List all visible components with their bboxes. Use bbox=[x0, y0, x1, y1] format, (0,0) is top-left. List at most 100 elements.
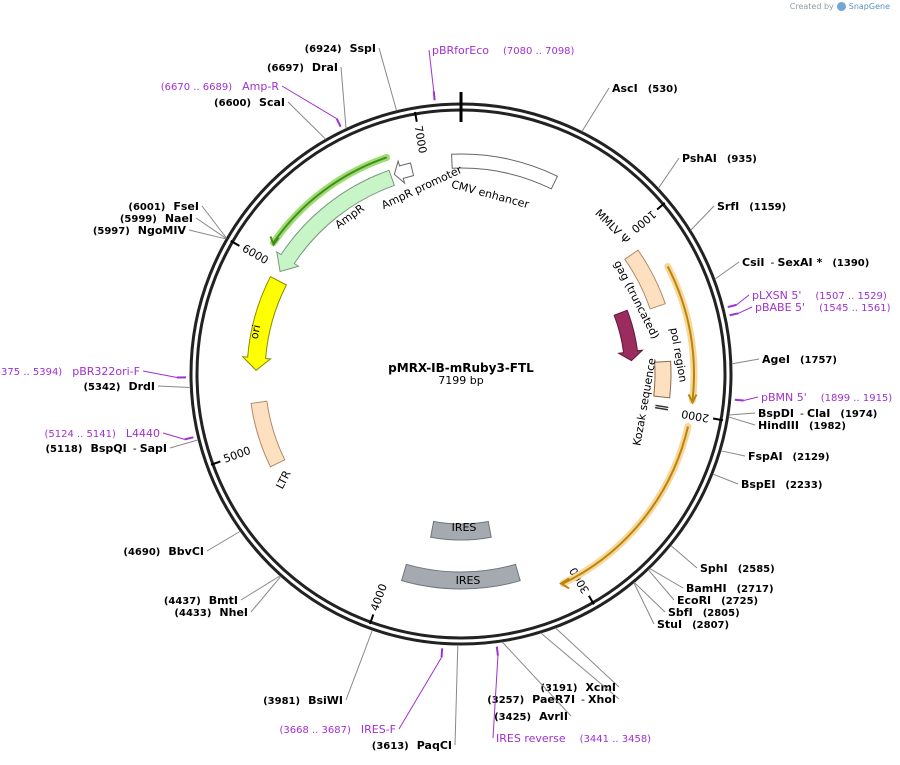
site-position: (6001) bbox=[128, 202, 165, 213]
site-name: PaqCI bbox=[417, 739, 452, 752]
restriction-site[interactable]: (3191)XcmI bbox=[540, 681, 616, 694]
site-name: FseI bbox=[173, 200, 199, 213]
primer-label[interactable]: (5375 .. 5394)pBR322ori-F bbox=[0, 365, 140, 378]
site-position: (3425) bbox=[494, 712, 531, 723]
primer-label[interactable]: (3668 .. 3687)IRES-F bbox=[279, 723, 396, 736]
primer-label[interactable]: IRES reverse(3441 .. 3458) bbox=[496, 732, 651, 745]
site-name: SrfI bbox=[717, 200, 739, 213]
size-tick-label: 7000 bbox=[412, 125, 430, 155]
primer-name: pBRforEco bbox=[432, 44, 489, 57]
plasmid-size: 7199 bp bbox=[438, 374, 483, 387]
restriction-site[interactable]: (5342)DrdI bbox=[83, 380, 155, 393]
restriction-site[interactable]: (6001) FseI bbox=[128, 200, 199, 213]
site-position: (3613) bbox=[372, 741, 409, 752]
primer-name: IRES-F bbox=[361, 723, 396, 736]
site-position: (5342) bbox=[83, 382, 120, 393]
site-name: FspAI bbox=[748, 450, 783, 463]
ires-feature-2 bbox=[401, 563, 521, 590]
size-tick-label: 6000 bbox=[240, 242, 271, 267]
primer-label[interactable]: pBRforEco(7080 .. 7098) bbox=[432, 44, 575, 57]
site-leader-line bbox=[206, 530, 241, 552]
ampr-orf-line bbox=[272, 156, 387, 244]
restriction-site[interactable]: EcoRI(2725) bbox=[677, 594, 758, 607]
site-leader-line bbox=[287, 101, 327, 140]
size-tick bbox=[414, 111, 418, 123]
watermark-prefix: Created by bbox=[789, 2, 834, 11]
site-position: (530) bbox=[648, 84, 678, 95]
ires-label-1: IRES bbox=[452, 521, 477, 534]
size-tick bbox=[210, 460, 221, 466]
restriction-site[interactable]: (6600)ScaI bbox=[214, 96, 285, 109]
site-leader-line bbox=[657, 157, 680, 189]
restriction-site[interactable]: AscI(530) bbox=[612, 82, 678, 95]
restriction-site[interactable]: FspAI(2129) bbox=[748, 450, 830, 463]
site-name: EcoRI bbox=[677, 594, 711, 607]
primer-label[interactable]: pBMN 5' (1899 .. 1915) bbox=[761, 391, 892, 404]
watermark-brand: SnapGene bbox=[848, 2, 890, 11]
primer-binding-mark bbox=[734, 398, 744, 402]
restriction-site[interactable]: (4437)BmtI bbox=[164, 594, 238, 607]
restriction-site[interactable]: StuI(2807) bbox=[657, 618, 729, 631]
restriction-site[interactable]: (6924)SspI bbox=[305, 42, 376, 55]
site-position: (935) bbox=[727, 154, 757, 165]
restriction-site[interactable]: (3257)PaeR7I-XhoI bbox=[487, 693, 616, 706]
site-name: NheI bbox=[219, 606, 248, 619]
primer-binding-mark bbox=[432, 91, 436, 101]
restriction-site[interactable]: SbfI(2805) bbox=[668, 606, 740, 619]
primer-name: pBMN 5' bbox=[761, 391, 807, 404]
restriction-site[interactable]: (4690)BbvCI bbox=[123, 545, 204, 558]
primer-range: (1507 .. 1529) bbox=[815, 291, 887, 302]
site-position: (1982) bbox=[809, 421, 846, 432]
primer-binding-mark bbox=[335, 118, 342, 128]
restriction-site[interactable]: SphI(2585) bbox=[700, 562, 775, 575]
gag-truncated-feature bbox=[613, 309, 644, 362]
restriction-site[interactable]: BspEI(2233) bbox=[741, 478, 822, 491]
site-layer: (6924)SspI (6697)DraI (6600)ScaI AscI(530) P… bbox=[0, 42, 892, 752]
primer-label[interactable]: (6670 .. 6689)Amp-R bbox=[161, 80, 280, 93]
ltr-label: LTR bbox=[273, 468, 293, 491]
site-name: HindIII bbox=[758, 419, 799, 432]
ltr-feature bbox=[250, 400, 286, 468]
site-name: NaeI bbox=[165, 212, 193, 225]
primer-binding-mark bbox=[184, 436, 194, 441]
primer-label[interactable]: pLXSN 5'(1507 .. 1529) bbox=[752, 289, 887, 302]
restriction-site[interactable]: CsiI-SexAI*(1390) bbox=[742, 256, 869, 269]
restriction-site[interactable]: BamHI(2717) bbox=[686, 582, 774, 595]
primer-label[interactable]: pBABE 5'(1545 .. 1561) bbox=[755, 301, 891, 314]
site-position: (2807) bbox=[692, 620, 729, 631]
restriction-site[interactable]: (5999)NaeI bbox=[120, 212, 193, 225]
site-dash: - bbox=[581, 693, 585, 706]
restriction-site[interactable]: (3981)BsiWI bbox=[263, 694, 343, 707]
restriction-site[interactable]: (5118)BspQI-SapI bbox=[45, 442, 167, 455]
site-position: (1757) bbox=[800, 355, 837, 366]
orf-1-arrowhead bbox=[687, 393, 698, 405]
site-name: BbvCI bbox=[168, 545, 204, 558]
restriction-site[interactable]: (3425)AvrII bbox=[494, 710, 568, 723]
site-leader-line bbox=[201, 205, 227, 239]
primer-range: (1899 .. 1915) bbox=[821, 393, 893, 404]
ampr-feature bbox=[276, 169, 396, 273]
restriction-site[interactable]: BspDI-ClaI(1974) bbox=[758, 407, 877, 420]
restriction-site[interactable]: AgeI(1757) bbox=[762, 353, 837, 366]
site-leader-line bbox=[712, 473, 739, 485]
site-leader-line bbox=[670, 545, 698, 569]
restriction-site[interactable]: (6697)DraI bbox=[267, 61, 338, 74]
ampr-orf-glow bbox=[270, 153, 391, 247]
restriction-site[interactable]: SrfI(1159) bbox=[717, 200, 786, 213]
plasmid-name: pMRX-IB-mRuby3-FTL bbox=[388, 361, 534, 375]
site-name: BspEI bbox=[741, 478, 775, 491]
site-leader-line bbox=[731, 358, 760, 365]
mmlv-psi-label: MMLV Ψ bbox=[592, 207, 632, 247]
primer-range: (6670 .. 6689) bbox=[161, 82, 233, 93]
site-leader-line bbox=[157, 385, 191, 389]
site-position: (1974) bbox=[840, 409, 877, 420]
primer-label[interactable]: (5124 .. 5141)L4440 bbox=[44, 427, 160, 440]
restriction-site[interactable]: (3613) PaqCI bbox=[372, 739, 452, 752]
restriction-site[interactable]: PshAI(935) bbox=[682, 152, 757, 165]
orf-2-line bbox=[562, 426, 689, 585]
restriction-site[interactable]: HindIII (1982) bbox=[758, 419, 846, 432]
restriction-site[interactable]: (4433)NheI bbox=[174, 606, 248, 619]
size-tick-label: 4000 bbox=[368, 582, 390, 613]
primer-binding-mark bbox=[727, 303, 737, 309]
restriction-site[interactable]: (5997)NgoMIV bbox=[93, 224, 187, 237]
